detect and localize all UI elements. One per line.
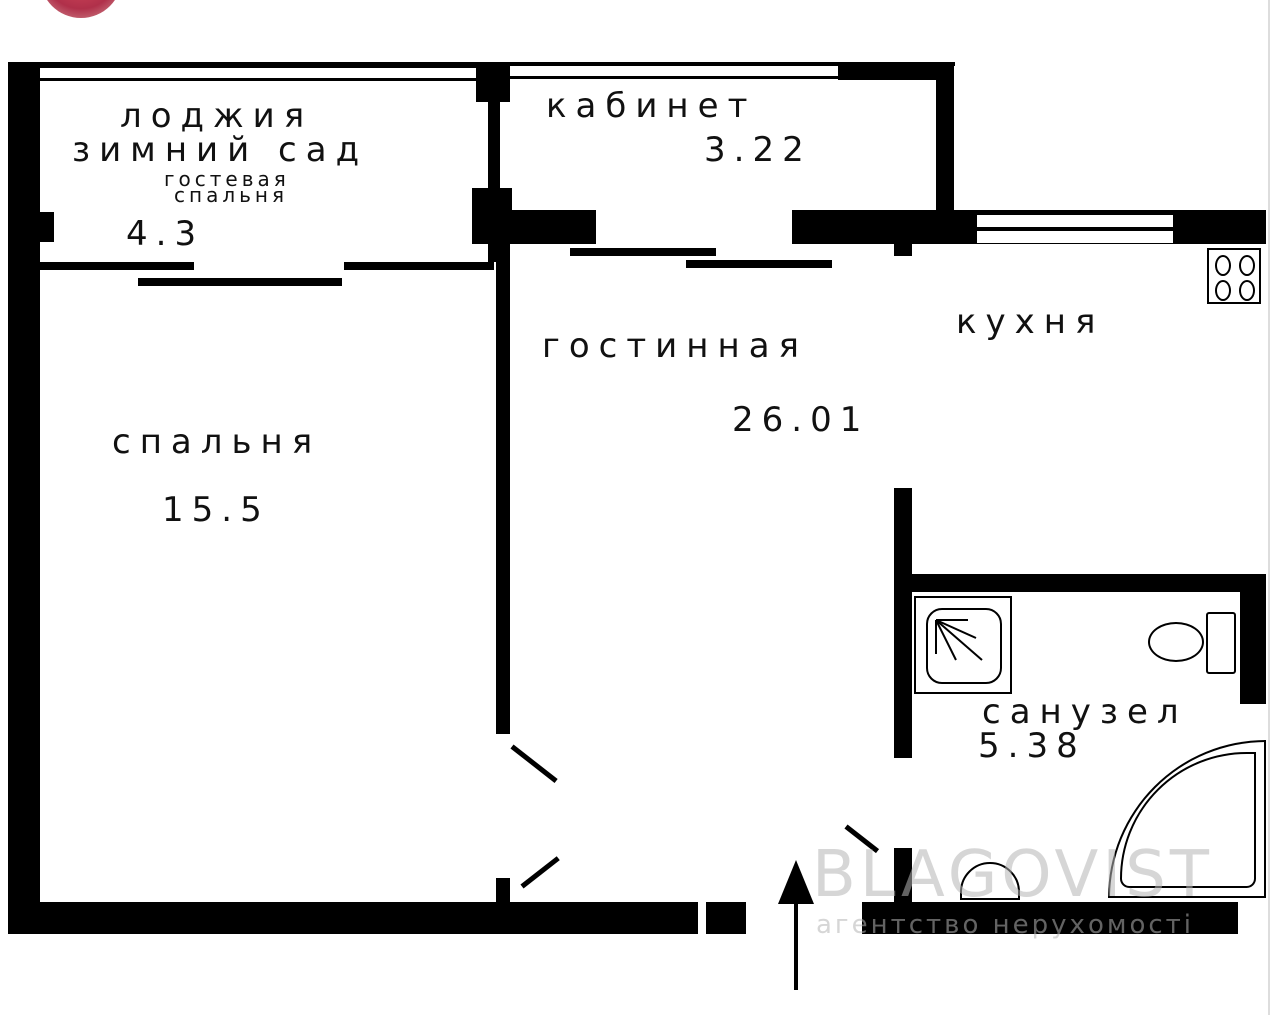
wall-top-loggia xyxy=(8,62,498,68)
door-swing-1 xyxy=(510,744,558,783)
cabinet-door-2 xyxy=(686,260,832,268)
partition-bedroom xyxy=(496,244,510,734)
room-label-bathroom: санузел xyxy=(982,692,1188,732)
stove-icon xyxy=(1207,248,1261,304)
scrollbar-edge xyxy=(1268,0,1270,1015)
shower-icon xyxy=(914,596,1012,694)
window-loggia xyxy=(40,78,480,81)
room-note-guest: гостевая xyxy=(164,167,290,191)
cabinet-door-1 xyxy=(570,248,716,256)
room-label-loggia: лоджия xyxy=(120,96,314,136)
avatar[interactable] xyxy=(40,0,122,18)
cabinet-stub xyxy=(894,238,912,256)
room-area-living: 26.01 xyxy=(732,400,870,440)
bath-wall-top xyxy=(912,574,1264,592)
bath-wall-right xyxy=(1240,574,1266,704)
kitchen-window-pane-2 xyxy=(976,230,1174,244)
wall-bottom-left xyxy=(8,902,698,934)
cabinet-top-right xyxy=(838,62,938,80)
kitchen-window-pane-1 xyxy=(976,214,1174,228)
watermark-tagline: агентство нерухомості xyxy=(816,910,1195,940)
room-area-cabinet: 3.22 xyxy=(704,130,812,170)
bath-wall-left-lower xyxy=(894,848,912,904)
cabinet-bottom-right xyxy=(792,210,968,244)
door-swing-2 xyxy=(520,856,560,889)
bath-wall-left xyxy=(894,488,912,758)
loggia-sill-right xyxy=(344,262,494,270)
room-area-loggia: 4.3 xyxy=(126,214,205,254)
room-label-kitchen: кухня xyxy=(956,302,1105,342)
room-label-cabinet: кабинет xyxy=(546,86,757,126)
watermark-brand: BLAGOVIST xyxy=(812,838,1213,912)
room-area-bedroom: 15.5 xyxy=(162,490,270,530)
partition-bedroom-lower xyxy=(496,878,510,906)
cabinet-top xyxy=(500,62,955,66)
loggia-left-post xyxy=(40,212,54,242)
loggia-sill-left xyxy=(40,262,194,270)
wall-left xyxy=(8,62,40,934)
loggia-door xyxy=(138,278,342,286)
room-note-bedroom: спальня xyxy=(174,183,289,207)
toilet-icon xyxy=(1148,612,1236,674)
wall-bottom-right xyxy=(862,902,1238,934)
arrow-up-icon xyxy=(778,860,814,990)
room-label-bedroom: спальня xyxy=(112,422,322,462)
cabinet-window xyxy=(510,76,840,79)
room-label-living: гостинная xyxy=(542,326,809,366)
room-area-bathroom: 5.38 xyxy=(978,726,1086,766)
wall-bottom-stub xyxy=(706,902,746,934)
cabinet-right-wall xyxy=(936,62,954,232)
cabinet-bottom-left xyxy=(500,210,596,244)
room-label-winter-garden: зимний сад xyxy=(72,130,369,170)
